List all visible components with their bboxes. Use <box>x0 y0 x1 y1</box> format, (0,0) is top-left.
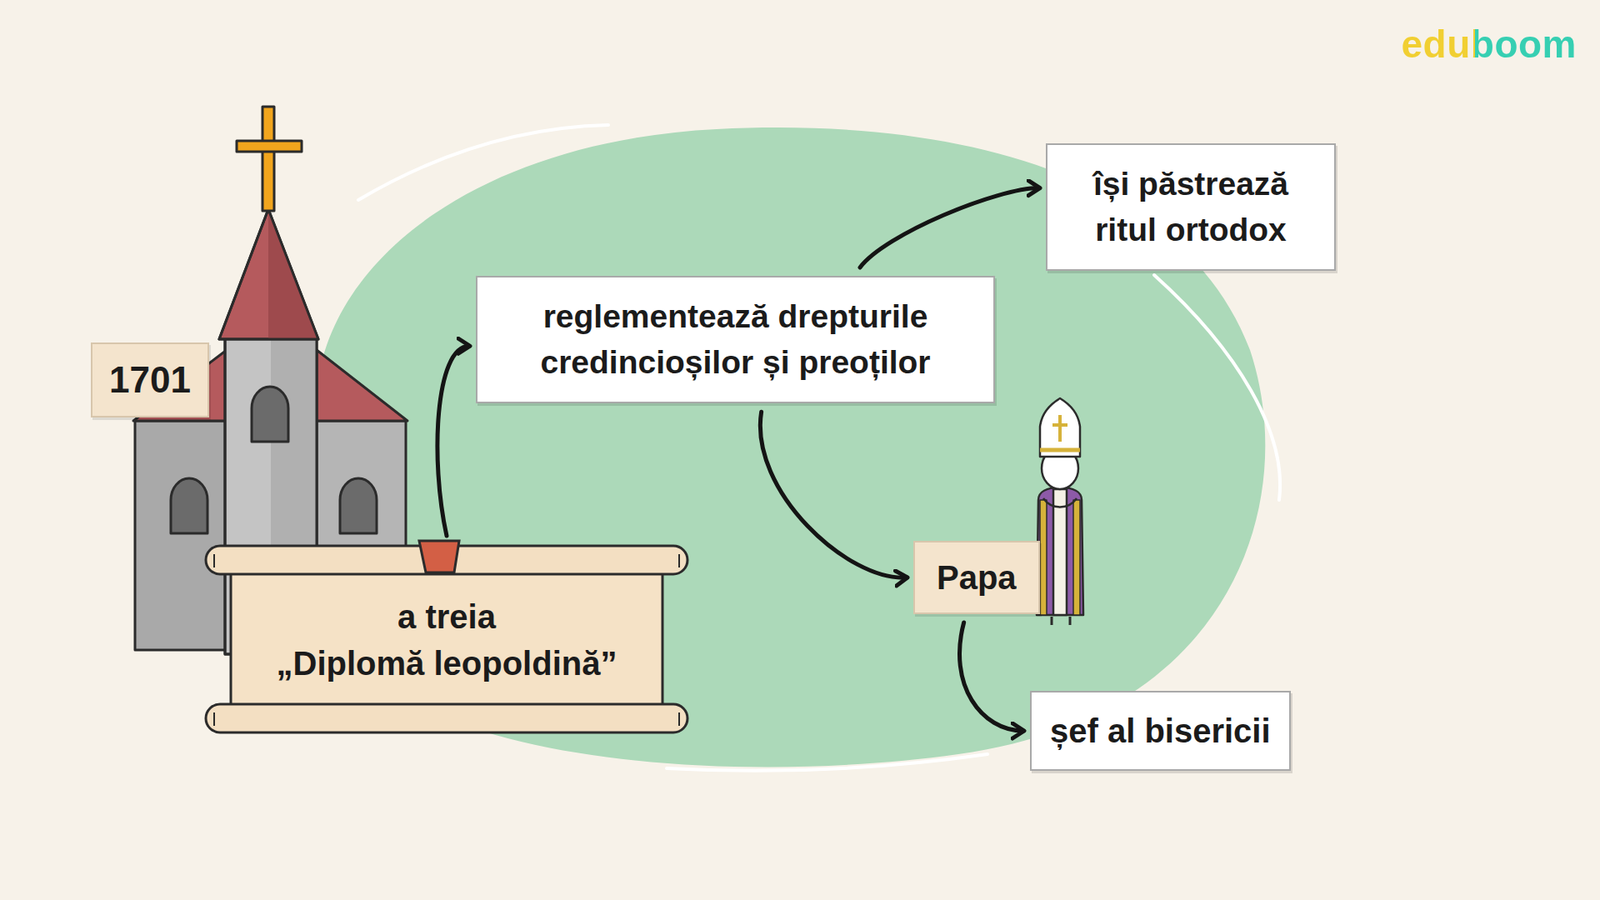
text-box: reglementează drepturile credincioșilor … <box>475 275 995 404</box>
curved-arrow <box>760 411 907 578</box>
year-box: 1701 <box>90 342 210 418</box>
curved-arrow <box>959 622 1024 731</box>
pope-figure <box>1036 398 1084 625</box>
node-text: își păstrează ritul ortodox <box>1065 161 1316 253</box>
node-text: „Diplomă leopoldină” <box>276 640 618 687</box>
watermark-logo: eduboom <box>1401 21 1577 67</box>
text-box: șef al bisericii <box>1030 690 1291 771</box>
node-text: 1701 <box>109 354 191 406</box>
scroll-outline <box>204 537 690 742</box>
curved-arrow <box>437 345 470 536</box>
node-text: Papa <box>936 554 1017 601</box>
node-text: reglementează drepturile credincioșilor … <box>495 294 975 385</box>
name-box: Papa <box>913 540 1040 615</box>
scroll-document: a treia„Diplomă leopoldină” <box>204 537 690 742</box>
curved-arrow <box>860 188 1040 268</box>
node-text: a treia <box>397 593 496 640</box>
node-text: șef al bisericii <box>1050 707 1271 755</box>
text-box: își păstrează ritul ortodox <box>1045 143 1336 271</box>
